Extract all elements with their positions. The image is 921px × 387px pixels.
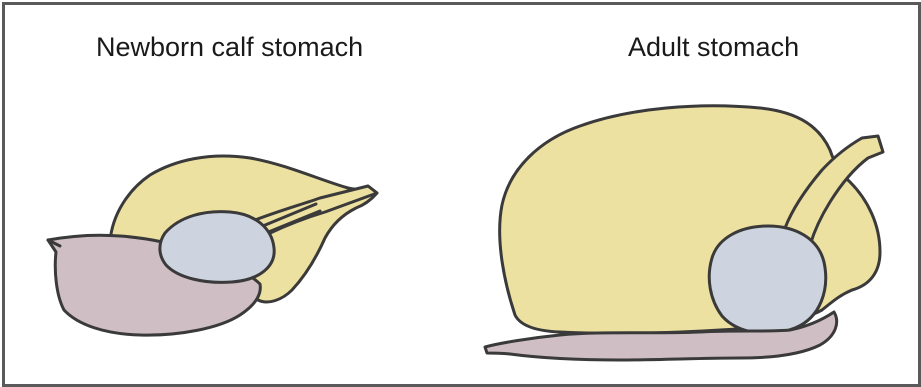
newborn-calf-stomach xyxy=(48,156,377,335)
adult-omasum xyxy=(709,226,825,333)
adult-stomach xyxy=(485,106,883,360)
newborn-omasum xyxy=(160,212,274,283)
